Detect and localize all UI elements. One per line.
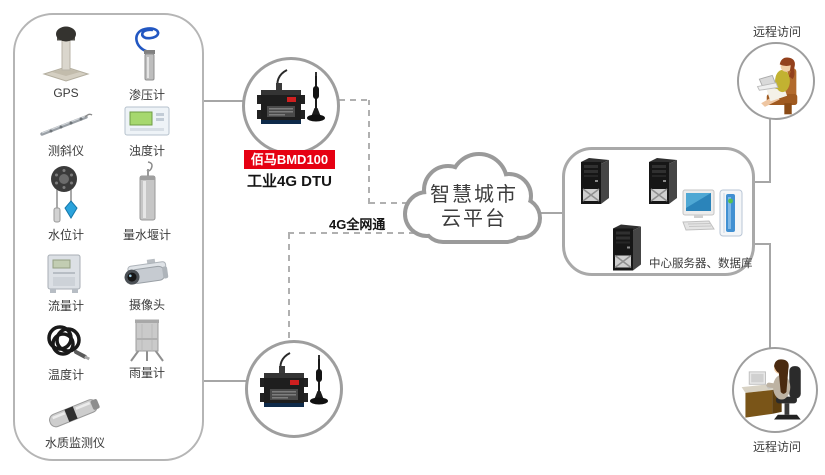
user-laptop-illustration bbox=[756, 57, 798, 115]
dash-dtu-top-h1 bbox=[339, 99, 370, 101]
gps-antenna-icon bbox=[42, 26, 90, 82]
sensor-label-weir-gauge: 量水堰计 bbox=[122, 228, 171, 242]
sensor-label-turbidity: 浊度计 bbox=[128, 144, 165, 158]
cloud-platform: 智慧城市 云平台 bbox=[403, 152, 545, 254]
dtu-device-icon bbox=[260, 352, 328, 407]
connector-servers-to-remote-top-h bbox=[753, 181, 771, 183]
sensor-panel bbox=[13, 13, 204, 461]
sensor-turbidity: 浊度计 bbox=[107, 104, 187, 159]
network-4g-label: 4G全网通 bbox=[329, 217, 386, 232]
remote-access-top-circle bbox=[737, 42, 815, 120]
sensor-inclinometer: 测斜仪 bbox=[26, 108, 106, 159]
sensor-label-flow-meter: 流量计 bbox=[47, 299, 84, 313]
flow-meter-icon bbox=[47, 254, 81, 293]
dtu-model-label: 工业4G DTU bbox=[246, 173, 332, 190]
sensor-gps: GPS bbox=[26, 24, 106, 100]
connector-servers-to-remote-bottom-v bbox=[769, 243, 771, 348]
connector-cloud-to-servers bbox=[536, 212, 566, 214]
rain-gauge-icon bbox=[130, 319, 164, 362]
sensor-label-camera: 摄像头 bbox=[128, 298, 165, 312]
cloud-title-line1: 智慧城市 bbox=[430, 184, 518, 206]
sensor-label-thermometer: 温度计 bbox=[47, 368, 84, 382]
dtu-bottom-circle bbox=[245, 340, 343, 438]
dash-dtu-top-v bbox=[368, 100, 370, 204]
sensor-label-rain-gauge: 雨量计 bbox=[128, 366, 165, 380]
remote-access-bottom-circle bbox=[732, 347, 818, 433]
inclinometer-icon bbox=[40, 113, 93, 136]
sensor-camera: 摄像头 bbox=[107, 258, 187, 313]
sensor-label-water-quality: 水质监测仪 bbox=[44, 436, 105, 450]
sensor-label-inclinometer: 测斜仪 bbox=[47, 144, 84, 158]
server-tower-c-icon bbox=[613, 224, 641, 271]
cloud-title: 智慧城市 云平台 bbox=[403, 152, 545, 254]
connector-servers-to-remote-bottom-h bbox=[753, 243, 771, 245]
dtu-brand-badge: 佰马BMD100 bbox=[244, 150, 335, 169]
thermometer-cable-icon bbox=[47, 325, 90, 361]
water-quality-monitor-icon bbox=[49, 399, 100, 428]
water-level-gauge-icon bbox=[51, 166, 78, 223]
datacenter-label: 中心服务器、数据库 bbox=[649, 258, 753, 270]
remote-access-bottom-label: 远程访问 bbox=[752, 440, 801, 454]
connector-sensors-to-dtu-top bbox=[204, 100, 243, 102]
cloud-title-line2: 云平台 bbox=[441, 208, 507, 230]
sensor-weir-gauge: 量水堰计 bbox=[107, 160, 187, 243]
sensor-thermometer: 温度计 bbox=[26, 320, 106, 383]
sensor-water-level: 水位计 bbox=[26, 164, 106, 243]
user-desktop-illustration bbox=[741, 359, 801, 420]
sensor-piezometer: 渗压计 bbox=[107, 24, 187, 103]
desktop-pc-icon bbox=[682, 189, 743, 237]
turbidity-meter-icon bbox=[124, 106, 170, 136]
sensor-flow-meter: 流量计 bbox=[26, 253, 106, 314]
sensor-label-piezometer: 渗压计 bbox=[128, 88, 165, 102]
piezometer-icon bbox=[135, 27, 160, 81]
dash-dtu-bottom-v bbox=[288, 234, 290, 338]
sensor-label-gps: GPS bbox=[53, 86, 79, 100]
cloud-icon bbox=[403, 152, 542, 244]
remote-access-top-label: 远程访问 bbox=[752, 25, 801, 39]
dtu-device-icon bbox=[257, 69, 325, 124]
server-tower-b-icon bbox=[649, 158, 677, 204]
sensor-label-water-level: 水位计 bbox=[47, 228, 84, 242]
cctv-camera-icon bbox=[124, 258, 169, 285]
sensor-rain-gauge: 雨量计 bbox=[107, 318, 187, 381]
dash-dtu-bottom-h bbox=[288, 232, 419, 234]
server-tower-a-icon bbox=[581, 158, 609, 204]
connector-sensors-to-dtu-bottom bbox=[204, 380, 246, 382]
weir-flow-gauge-icon bbox=[139, 161, 156, 221]
sensor-water-quality: 水质监测仪 bbox=[20, 392, 130, 451]
dtu-top-circle bbox=[242, 57, 340, 155]
dash-dtu-top-h2 bbox=[369, 202, 418, 204]
connector-servers-to-remote-top-v bbox=[769, 117, 771, 183]
